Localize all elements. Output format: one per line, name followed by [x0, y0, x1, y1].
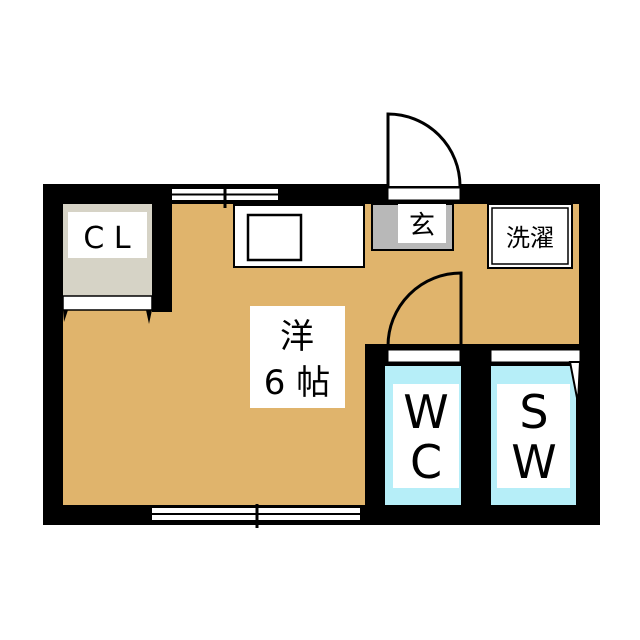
kitchen-sink — [246, 213, 303, 262]
western-room-label-bg — [250, 306, 345, 408]
top-window — [172, 184, 278, 208]
toilet-door[interactable] — [386, 271, 463, 347]
shower-label-line2: W — [511, 435, 556, 489]
entrance-door[interactable] — [386, 112, 462, 187]
shower-label-line1: S — [519, 385, 548, 439]
toilet-label-bg — [393, 384, 459, 488]
toilet-door-frame — [387, 349, 461, 363]
shower-door[interactable] — [490, 349, 581, 363]
laundry-label: 洗濯 — [506, 224, 554, 252]
entrance-label-bg — [398, 204, 446, 243]
entrance-door-frame — [387, 187, 461, 201]
closet-wall — [152, 184, 172, 312]
laundry-inner-border — [491, 207, 569, 265]
closet-label-bg — [68, 212, 147, 258]
closet-label: C L — [83, 221, 130, 256]
shower-label-bg — [497, 384, 570, 488]
bottom-window — [152, 504, 360, 528]
laundry-space — [487, 203, 573, 269]
closet-door[interactable] — [62, 295, 153, 311]
western-room-label-line2: 6 帖 — [264, 363, 330, 403]
entrance-label: 玄 — [409, 211, 435, 241]
shower-door-marker-icon — [568, 361, 582, 404]
toilet-label-line2: C — [410, 435, 442, 489]
toilet-label-line1: W — [403, 385, 448, 439]
western-room-label-line1: 洋 — [280, 317, 314, 357]
